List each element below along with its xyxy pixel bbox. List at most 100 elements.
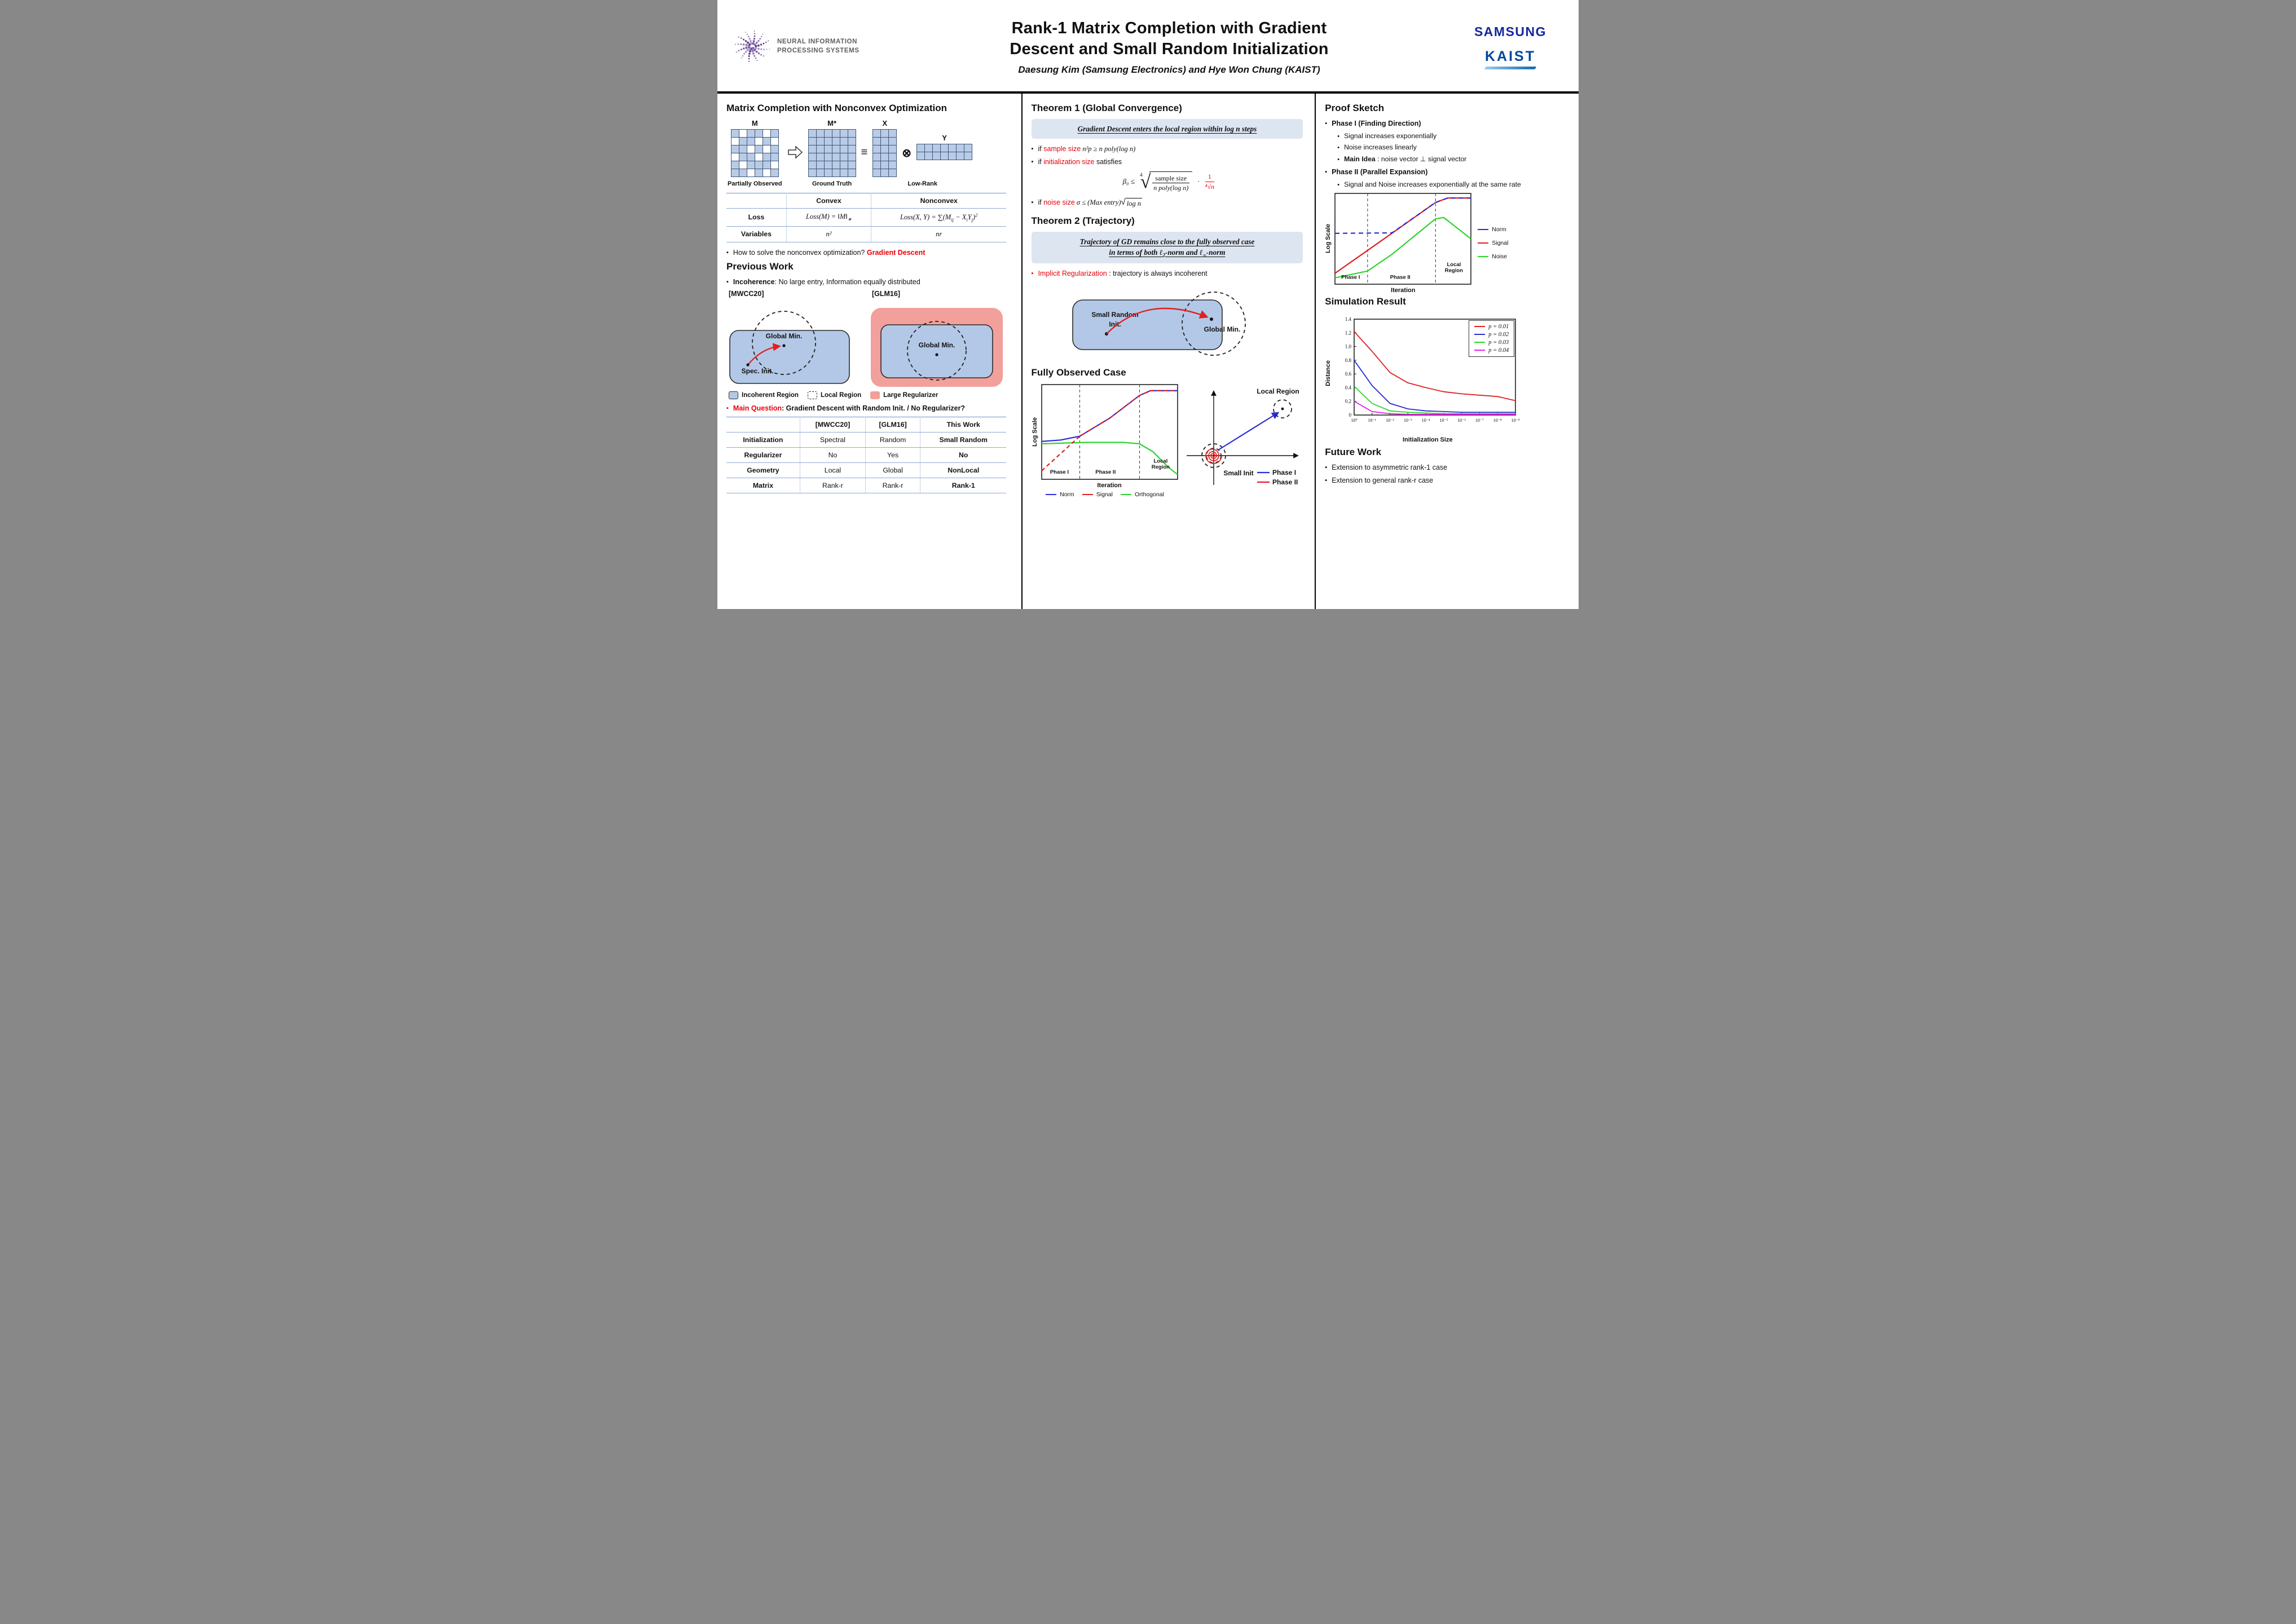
phase1-item: • Signal increases exponentially	[1337, 132, 1570, 142]
legend-item: p = 0.02	[1474, 332, 1509, 338]
header: NEURAL INFORMATION PROCESSING SYSTEMS Ra…	[717, 0, 1579, 91]
global-min-label: Global Min.	[766, 332, 803, 340]
observed-cell	[964, 144, 972, 152]
global-min-dot	[782, 344, 786, 348]
outer-dashed-circle	[1201, 443, 1226, 469]
observed-cell	[816, 130, 824, 137]
missing-cell	[763, 145, 770, 153]
observed-cell	[873, 161, 881, 169]
observed-cell	[881, 153, 889, 161]
theorem1-title: Theorem 1 (Global Convergence)	[1031, 103, 1182, 113]
small-random-init-label-line1: Small Random	[1091, 311, 1138, 319]
table-cell: Nonconvex	[871, 193, 1007, 209]
column-proof-sketch: Proof Sketch ▪ Phase I (Finding Directio…	[1316, 94, 1579, 609]
legend-swatch	[1478, 242, 1489, 244]
trajectory-arrow	[747, 343, 781, 366]
logo-dot	[748, 38, 751, 40]
observed-cell	[933, 152, 941, 160]
dot-operator: ·	[1197, 177, 1200, 186]
future-work-item: ▪ Extension to asymmetric rank-1 case	[1325, 463, 1448, 471]
theorem1-box: Gradient Descent enters the local region…	[1031, 119, 1303, 139]
incoherence-bullet: ▪ Incoherence: No large entry, Informati…	[726, 277, 920, 286]
y-tick-label: 0.6	[1345, 371, 1352, 377]
logo-dot	[745, 46, 748, 49]
table-cell: n²	[786, 226, 871, 242]
observed-cell	[840, 153, 848, 161]
legend-swatch	[1474, 350, 1486, 351]
series-line-orthogonal	[1041, 442, 1178, 475]
section-title: Matrix Completion with Nonconvex Optimiz…	[726, 103, 948, 113]
small-random-init-label-line2: Init.	[1109, 320, 1121, 328]
observed-cell	[873, 169, 881, 176]
x-axis-label: Initialization Size	[1402, 436, 1453, 443]
matrix-mstar-grid	[808, 129, 856, 177]
legend-swatch	[1474, 334, 1486, 336]
logo-dot	[747, 36, 750, 38]
red-bullet-icon: ▪	[1031, 270, 1034, 277]
observed-cell	[770, 153, 778, 161]
bullet-icon: ▪	[1325, 464, 1328, 471]
observed-cell	[770, 145, 778, 153]
observed-cell	[832, 145, 840, 153]
prior-work-diagrams: [MWCC20] Global Min. Spec. Init.	[726, 290, 1012, 388]
observed-cell	[808, 161, 816, 169]
observed-cell	[889, 138, 897, 145]
incoherent-swatch	[729, 391, 738, 400]
logo-dot	[742, 55, 744, 57]
observed-cell	[840, 169, 848, 176]
legend-label: Signal	[1096, 491, 1113, 498]
mwcc-figure: Global Min. Spec. Init.	[729, 311, 850, 385]
x-axis-label: Iteration	[1097, 482, 1122, 489]
observed-cell	[816, 138, 824, 145]
logo-dot	[756, 60, 758, 61]
phase1-arrow	[1217, 412, 1279, 451]
logo-dot	[748, 60, 750, 62]
observed-cell	[832, 130, 840, 137]
missing-cell	[731, 138, 739, 145]
phase2-item: • Signal and Noise increases exponential…	[1337, 180, 1570, 190]
matrix-y: Y	[916, 134, 973, 160]
table-cell: Matrix	[726, 478, 800, 494]
observed-cell	[832, 169, 840, 176]
missing-cell	[763, 169, 770, 176]
observed-cell	[848, 161, 856, 169]
missing-cell	[770, 161, 778, 169]
matrix-mstar: M* Ground Truth	[808, 119, 856, 187]
observed-cell	[873, 145, 881, 153]
series-line-noise	[1335, 217, 1471, 279]
y-axis-label: Log Scale	[1031, 417, 1038, 447]
table-cell: [MWCC20]	[799, 417, 866, 433]
logo-dot	[741, 58, 742, 59]
loss-table: Convex Nonconvex Loss Loss(M) = ‖M‖∗ Los…	[726, 193, 1007, 242]
x-tick-label: 10⁻⁴	[1422, 418, 1430, 423]
logo-dot	[755, 57, 757, 59]
local-region-circle	[907, 321, 967, 381]
observed-cell	[763, 153, 770, 161]
logo-dot	[750, 42, 753, 45]
x-tick-label: 10⁻⁷	[1475, 418, 1484, 423]
legend-item: Local Region	[807, 391, 861, 400]
regularizer-swatch	[870, 391, 880, 400]
logo-dot	[744, 51, 747, 53]
table-cell: Rank-r	[865, 478, 920, 494]
bullet-icon: ▪	[1325, 169, 1328, 176]
legend-swatch	[1474, 342, 1486, 343]
glm-figure: Global Min.	[871, 308, 1003, 387]
logo-dot	[746, 48, 749, 51]
observed-cell	[755, 130, 763, 137]
logo-dot	[748, 50, 751, 52]
global-min-label: Global Min.	[919, 341, 955, 349]
x-tick-label: 10⁻¹	[1368, 418, 1377, 423]
loss-convex-formula: Loss(M) = ‖M‖∗	[786, 208, 871, 227]
missing-cell	[755, 138, 763, 145]
observed-cell	[755, 145, 763, 153]
table-cell: Global	[865, 462, 920, 479]
radicand-fraction: sample size n poly(log n)	[1152, 174, 1190, 192]
matrix-x-label: X	[882, 119, 888, 127]
logo-dot	[757, 44, 760, 47]
init-size-bullet: ▪ if initialization size satisfies	[1031, 158, 1122, 166]
poster-title-line2: Descent and Small Random Initialization	[1010, 39, 1329, 58]
